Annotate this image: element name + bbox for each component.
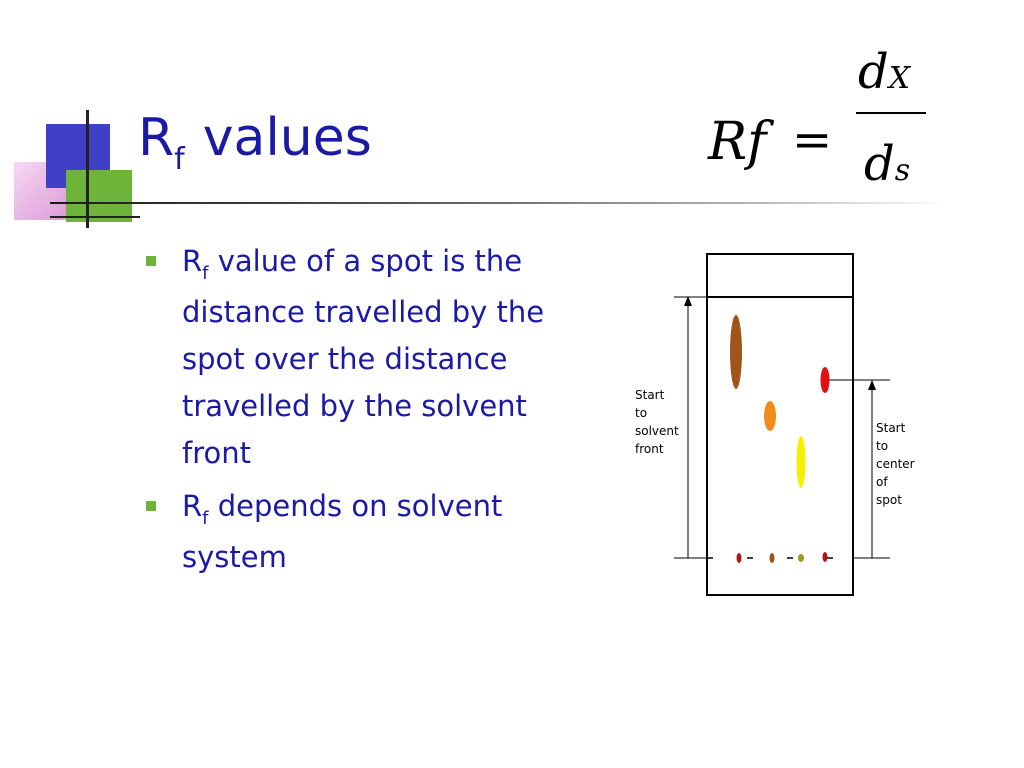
decor-short-line (50, 216, 140, 218)
spot-orange (764, 401, 776, 431)
denominator-sub: s (894, 153, 911, 188)
numerator-d: d (858, 44, 889, 100)
solvent-label-line: solvent (635, 424, 679, 438)
solvent-label-line: to (635, 406, 647, 420)
title-rest: values (202, 108, 372, 168)
bullet-main: R (182, 244, 203, 278)
bullet-text: value of a spot is the distance travelle… (182, 244, 545, 470)
formula-numerator: dX (858, 44, 910, 100)
tlc-plate (706, 253, 854, 596)
formula-equals: = (792, 112, 833, 168)
spot-arrow-head (868, 380, 876, 390)
bullet-list: Rf value of a spot is the distance trave… (146, 238, 566, 587)
origin-dot (798, 554, 804, 562)
spot-brown (730, 315, 742, 389)
spot-label-line: of (876, 475, 888, 489)
origin-dot (822, 552, 828, 562)
spot-label-line: Start (876, 421, 906, 435)
origin-dot (736, 553, 742, 563)
solvent-label-line: front (635, 442, 664, 456)
spot-label-line: spot (876, 493, 902, 507)
bullet-square-icon (146, 501, 156, 511)
rf-formula: Rf = dX ds (700, 40, 940, 200)
chromatography-diagram: Start to solvent front Start to center o… (635, 253, 915, 596)
formula-denominator: ds (864, 136, 910, 192)
decor-title-underline (50, 202, 950, 204)
title-main: R (138, 108, 175, 168)
denominator-d: d (864, 136, 895, 192)
spot-yellow (796, 436, 806, 488)
spot-label-line: center (876, 457, 915, 471)
numerator-sub: X (888, 61, 911, 96)
bullet-item: Rf value of a spot is the distance trave… (146, 238, 566, 477)
bullet-square-icon (146, 256, 156, 266)
solvent-label-line: Start (635, 388, 665, 402)
spot-label-line: to (876, 439, 888, 453)
origin-dot (769, 553, 775, 563)
bullet-text: depends on solvent system (182, 489, 503, 574)
solvent-arrow-head (684, 296, 692, 306)
formula-lhs: Rf (708, 112, 767, 172)
formula-fraction-bar (856, 112, 926, 114)
decor-green-square (66, 170, 132, 222)
bullet-subscript: f (202, 508, 209, 529)
bullet-item: Rf depends on solvent system (146, 483, 566, 581)
bullet-subscript: f (202, 263, 209, 284)
spot-red (820, 367, 830, 393)
decor-vertical-line (86, 110, 89, 228)
title-subscript: f (174, 142, 185, 177)
bullet-main: R (182, 489, 203, 523)
